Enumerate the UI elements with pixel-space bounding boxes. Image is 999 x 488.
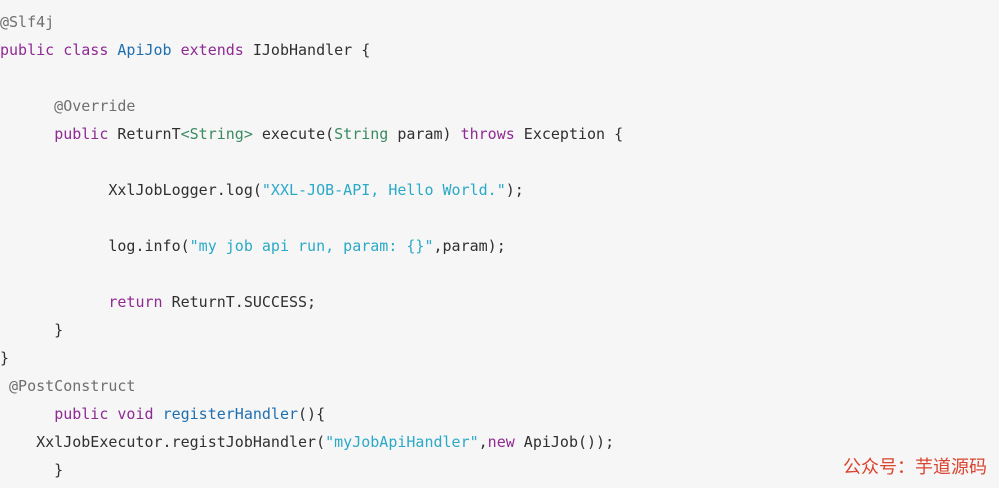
code-token: ,param); [433,237,506,255]
code-token: public [54,405,109,423]
code-token: ApiJob [117,41,172,59]
code-line-4: @Override [0,96,135,116]
code-token [154,405,163,423]
code-token: Exception { [514,125,624,143]
code-token: IJobHandler { [243,41,371,59]
code-line-5: public ReturnT<String> execute(String pa… [0,124,623,144]
watermark-label: 公众号：芋道源码 [843,457,987,478]
code-line-9: log.info("my job api run, param: {}",par… [0,236,506,256]
code-token: @Slf4j [0,13,55,31]
code-line-2: public class ApiJob extends IJobHandler … [0,40,370,60]
code-token: public [0,41,55,59]
code-line-15: public void registerHandler(){ [0,404,325,424]
code-token: "my job api run, param: {}" [189,237,434,255]
code-token: XxlJobExecutor.registJobHandler( [0,433,326,451]
code-token: log.info( [0,237,190,255]
code-token: } [0,321,64,339]
code-token [172,41,181,59]
code-line-1: @Slf4j [0,12,54,32]
code-token: ReturnT [108,125,181,143]
code-token: <String> [180,125,253,143]
code-line-11: return ReturnT.SUCCESS; [0,292,316,312]
code-line-16: XxlJobExecutor.registJobHandler("myJobAp… [0,432,614,452]
code-token: extends [180,41,244,59]
code-token: new [487,433,515,451]
code-token: @PostConstruct [0,377,136,395]
code-line-12: } [0,320,63,340]
code-token [54,41,63,59]
code-token: registerHandler [162,405,299,423]
code-token [0,125,54,143]
code-token: ReturnT.SUCCESS; [162,293,317,311]
code-token: class [63,41,109,59]
code-token: execute( [252,125,335,143]
code-line-7: XxlJobLogger.log("XXL-JOB-API, Hello Wor… [0,180,524,200]
code-token: ApiJob()); [514,433,615,451]
code-token: return [108,293,163,311]
code-line-14: @PostConstruct [0,376,135,396]
code-token: } [0,349,10,367]
code-token: "myJobApiHandler" [325,433,479,451]
code-token: String [334,125,389,143]
code-token: public [54,125,109,143]
watermark: 公众号：芋道源码 [843,456,987,480]
code-token: @Override [0,97,136,115]
code-token [0,293,108,311]
code-line-13: } [0,348,9,368]
code-token: , [478,433,488,451]
code-token: (){ [298,405,326,423]
code-token: void [117,405,154,423]
code-token [0,405,54,423]
code-token: XxlJobLogger.log( [0,181,262,199]
code-token: throws [460,125,515,143]
code-line-17: } [0,460,63,480]
code-token: param) [388,125,461,143]
code-token: } [0,461,64,479]
code-token: ); [505,181,524,199]
code-token: "XXL-JOB-API, Hello World." [261,181,506,199]
